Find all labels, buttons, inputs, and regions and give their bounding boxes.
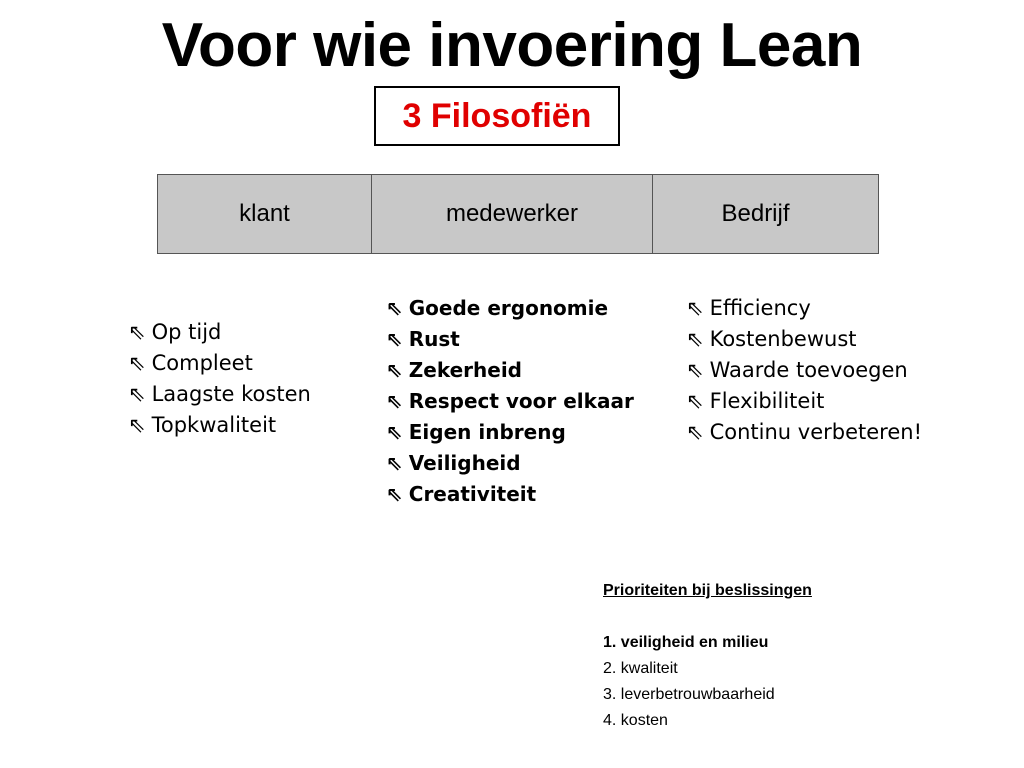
list-item: ⇖Waarde toevoegen (686, 355, 922, 386)
priority-item: 3. leverbetrouwbaarheid (603, 686, 775, 703)
bedrijf-list: ⇖Efficiency ⇖Kostenbewust ⇖Waarde toevoe… (686, 293, 922, 448)
list-item: ⇖Efficiency (686, 293, 922, 324)
arrow-up-left-icon: ⇖ (128, 320, 146, 344)
list-item: ⇖Veiligheid (386, 448, 634, 479)
list-item: ⇖Kostenbewust (686, 324, 922, 355)
list-item: ⇖Flexibiliteit (686, 386, 922, 417)
arrow-up-left-icon: ⇖ (686, 327, 704, 351)
list-item: ⇖Goede ergonomie (386, 293, 634, 324)
list-item: ⇖Creativiteit (386, 479, 634, 510)
klant-list: ⇖Op tijd ⇖Compleet ⇖Laagste kosten ⇖Topk… (128, 317, 311, 441)
arrow-up-left-icon: ⇖ (128, 413, 146, 437)
arrow-up-left-icon: ⇖ (386, 451, 403, 475)
arrow-up-left-icon: ⇖ (386, 420, 403, 444)
list-item: ⇖Respect voor elkaar (386, 386, 634, 417)
arrow-up-left-icon: ⇖ (686, 420, 704, 444)
list-item: ⇖Continu verbeteren! (686, 417, 922, 448)
arrow-up-left-icon: ⇖ (386, 482, 403, 506)
header-cell-klant: klant (158, 175, 372, 253)
arrow-up-left-icon: ⇖ (128, 382, 146, 406)
subtitle-box: 3 Filosofiën (374, 86, 620, 146)
slide-title: Voor wie invoering Lean (161, 11, 863, 80)
header-table: klant medewerker Bedrijf (157, 174, 879, 254)
header-cell-bedrijf: Bedrijf (721, 200, 790, 227)
priorities-block: Prioriteiten bij beslissingen 1. veiligh… (603, 578, 812, 734)
arrow-up-left-icon: ⇖ (686, 358, 704, 382)
list-item: ⇖Zekerheid (386, 355, 634, 386)
priority-item: 1. veiligheid en milieu (603, 634, 769, 651)
medewerker-list: ⇖Goede ergonomie ⇖Rust ⇖Zekerheid ⇖Respe… (386, 293, 634, 510)
list-item: ⇖Op tijd (128, 317, 311, 348)
priority-item: 4. kosten (603, 712, 668, 729)
arrow-up-left-icon: ⇖ (128, 351, 146, 375)
priority-item: 2. kwaliteit (603, 660, 678, 677)
list-item: ⇖Compleet (128, 348, 311, 379)
arrow-up-left-icon: ⇖ (386, 327, 403, 351)
arrow-up-left-icon: ⇖ (386, 296, 403, 320)
priorities-title: Prioriteiten bij beslissingen (603, 582, 812, 599)
list-item: ⇖Topkwaliteit (128, 410, 311, 441)
list-item: ⇖Eigen inbreng (386, 417, 634, 448)
list-item: ⇖Rust (386, 324, 634, 355)
arrow-up-left-icon: ⇖ (386, 389, 403, 413)
arrow-up-left-icon: ⇖ (386, 358, 403, 382)
subtitle-text: 3 Filosofiën (402, 96, 592, 135)
list-item: ⇖Laagste kosten (128, 379, 311, 410)
header-cell-medewerker: medewerker (372, 175, 653, 253)
arrow-up-left-icon: ⇖ (686, 389, 704, 413)
arrow-up-left-icon: ⇖ (686, 296, 704, 320)
